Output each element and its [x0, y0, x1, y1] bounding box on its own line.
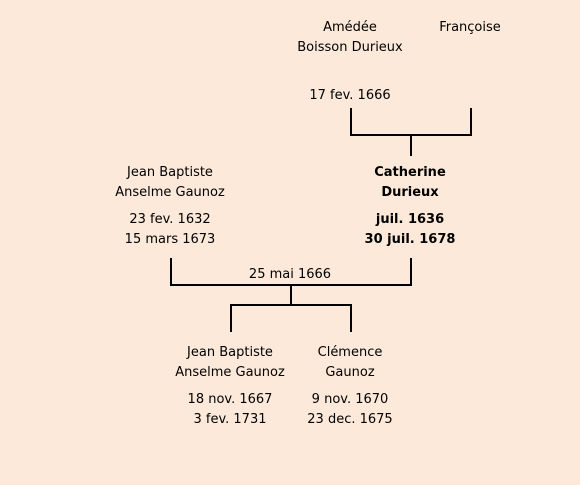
name-line-2: Gaunoz [325, 365, 375, 380]
marriage-date: 25 mai 1666 [248, 267, 332, 282]
person-mother[interactable]: Catherine Durieux juil. 1636 30 juil. 16… [350, 163, 470, 250]
death-date: 15 mars 1673 [124, 232, 216, 247]
name-line-1: Françoise [439, 20, 501, 35]
birth-date: 9 nov. 1670 [311, 392, 389, 407]
name-line-2: Anselme Gaunoz [175, 365, 285, 380]
name-line-1: Jean Baptiste [127, 165, 213, 180]
person-grandfather[interactable]: Amédée Boisson Durieux 17 fev. 1666 [290, 18, 410, 106]
birth-date: juil. 1636 [375, 212, 445, 227]
name-line-1: Jean Baptiste [187, 345, 273, 360]
connector-child-left [230, 304, 232, 332]
connector-grandparent-left [350, 108, 352, 136]
connector-parent-right [410, 258, 412, 286]
person-dates: juil. 1636 30 juil. 1678 [350, 210, 470, 250]
person-name: Clémence Gaunoz [295, 343, 405, 383]
name-line-1: Clémence [317, 345, 383, 360]
connector-parent-left [170, 258, 172, 286]
person-name: Catherine Durieux [350, 163, 470, 203]
person-child-1[interactable]: Jean Baptiste Anselme Gaunoz 18 nov. 166… [160, 343, 300, 430]
death-date: 30 juil. 1678 [364, 232, 456, 247]
birth-date: 17 fev. 1666 [309, 88, 391, 103]
person-grandmother[interactable]: Françoise [420, 18, 520, 38]
death-date: 23 dec. 1675 [307, 412, 393, 427]
name-line-2: Anselme Gaunoz [115, 185, 225, 200]
person-name: Jean Baptiste Anselme Gaunoz [100, 163, 240, 203]
person-name: Amédée Boisson Durieux [290, 18, 410, 58]
person-name: Françoise [420, 18, 520, 38]
connector-grandparent-down [410, 134, 412, 156]
person-name: Jean Baptiste Anselme Gaunoz [160, 343, 300, 383]
person-child-2[interactable]: Clémence Gaunoz 9 nov. 1670 23 dec. 1675 [295, 343, 405, 430]
person-dates: 17 fev. 1666 [290, 86, 410, 106]
connector-child-right [350, 304, 352, 332]
connector-grandparent-right [470, 108, 472, 136]
person-dates: 23 fev. 1632 15 mars 1673 [100, 210, 240, 250]
death-date: 3 fev. 1731 [193, 412, 267, 427]
name-line-1: Amédée [323, 20, 377, 35]
name-line-2: Durieux [381, 185, 439, 200]
person-dates: 9 nov. 1670 23 dec. 1675 [295, 390, 405, 430]
birth-date: 18 nov. 1667 [187, 392, 273, 407]
connector-children-bar [230, 304, 352, 306]
person-father[interactable]: Jean Baptiste Anselme Gaunoz 23 fev. 163… [100, 163, 240, 250]
birth-date: 23 fev. 1632 [129, 212, 211, 227]
name-line-1: Catherine [374, 165, 446, 180]
person-dates: 18 nov. 1667 3 fev. 1731 [160, 390, 300, 430]
connector-parent-down [290, 284, 292, 304]
name-line-2: Boisson Durieux [297, 40, 403, 55]
